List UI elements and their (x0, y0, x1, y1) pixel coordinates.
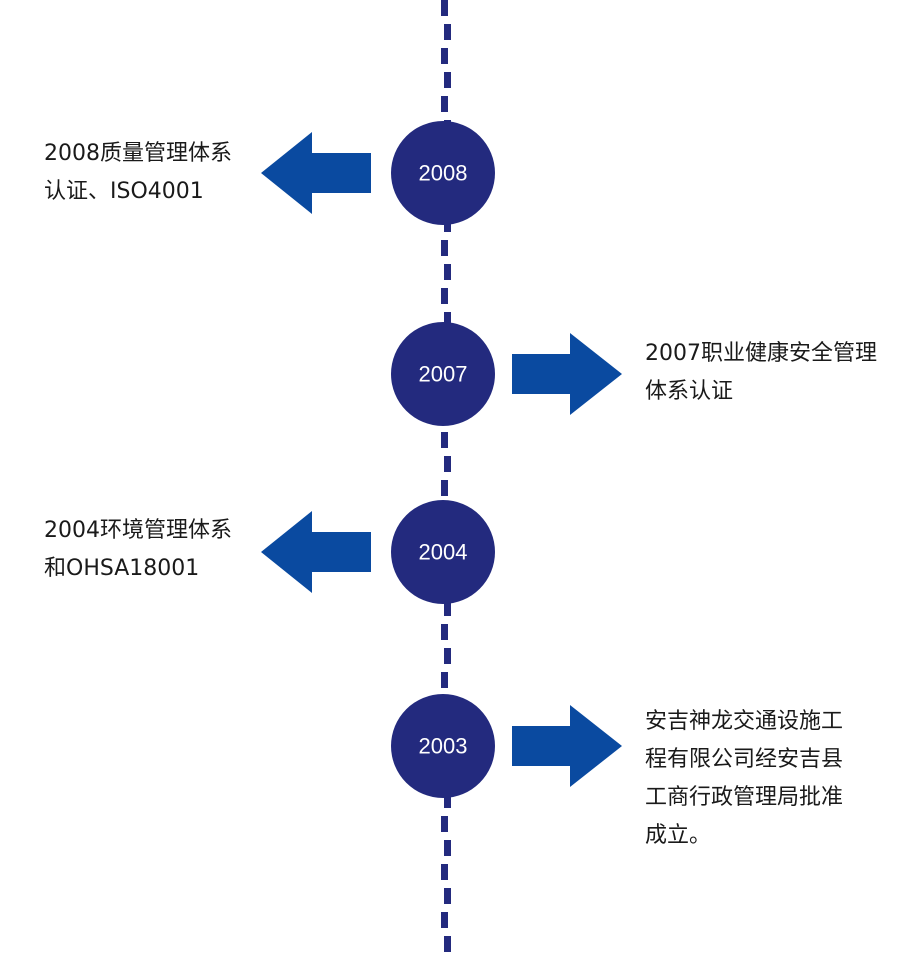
spine-dash (444, 264, 451, 280)
spine-dash (441, 864, 448, 880)
year-node-group: 2008 2007 2004 2003 (391, 121, 495, 798)
spine-dash (444, 312, 451, 328)
spine-dash (441, 240, 448, 256)
event-description-line: 安吉神龙交通设施工 (645, 709, 844, 734)
event-description: 2007职业健康安全管理体系认证 (645, 335, 877, 411)
year-node (391, 694, 495, 798)
year-label: 2003 (419, 734, 468, 759)
spine-dash (441, 432, 448, 448)
spine-dash (441, 624, 448, 640)
arrow-left-icon (261, 511, 371, 593)
event-description-line: 程有限公司经安吉县 (645, 747, 844, 772)
event-description-line: 2004环境管理体系 (44, 518, 232, 543)
event-description-line: 认证、ISO4001 (44, 179, 204, 204)
spine-dash (441, 288, 448, 304)
year-node (391, 121, 495, 225)
arrow-left-icon (261, 132, 371, 214)
event-description-line: 2008质量管理体系 (44, 141, 232, 166)
spine-dash (444, 792, 451, 808)
arrow-group (261, 132, 622, 787)
spine-dash (441, 480, 448, 496)
year-node (391, 500, 495, 604)
spine-dash (441, 816, 448, 832)
spine-dash (444, 24, 451, 40)
year-node (391, 322, 495, 426)
event-description: 2004环境管理体系和OHSA18001 (44, 512, 232, 588)
spine-dash (444, 600, 451, 616)
spine-dash (441, 96, 448, 112)
spine-dash (441, 0, 448, 16)
spine-dash (441, 48, 448, 64)
year-label: 2004 (419, 540, 468, 565)
event-description-line: 工商行政管理局批准 (645, 785, 844, 810)
spine-dash (444, 72, 451, 88)
year-label: 2007 (419, 362, 468, 387)
event-description-line: 和OHSA18001 (44, 556, 200, 581)
spine-dash (444, 456, 451, 472)
spine-dash (444, 936, 451, 952)
spine-dash (444, 888, 451, 904)
event-description: 安吉神龙交通设施工程有限公司经安吉县工商行政管理局批准成立。 (645, 703, 843, 855)
event-description-line: 2007职业健康安全管理 (645, 341, 877, 366)
spine-dash (444, 840, 451, 856)
spine-dash (441, 912, 448, 928)
spine-dash (441, 672, 448, 688)
event-description-line: 体系认证 (645, 379, 734, 404)
event-description: 2008质量管理体系认证、ISO4001 (44, 135, 232, 211)
arrow-right-icon (512, 333, 622, 415)
arrow-right-icon (512, 705, 622, 787)
year-label: 2008 (419, 161, 468, 186)
event-description-line: 成立。 (645, 823, 712, 848)
spine-dash (444, 648, 451, 664)
